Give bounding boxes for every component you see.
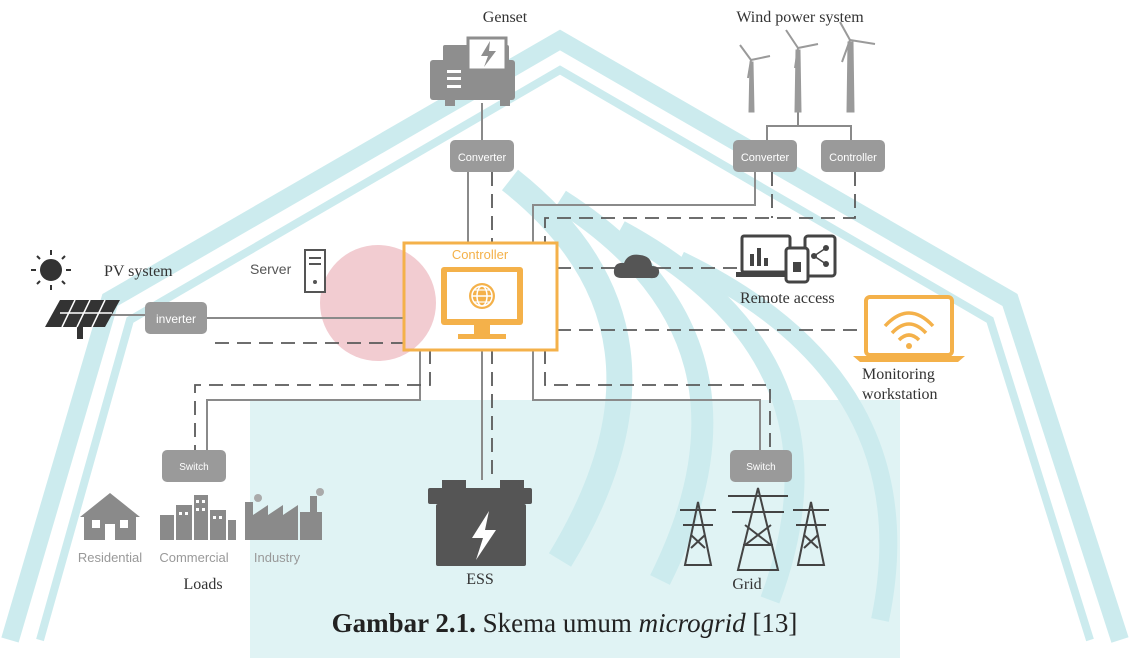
solid-lines xyxy=(95,103,852,480)
switch-loads-label: Switch xyxy=(179,462,208,473)
genset-label: Genset xyxy=(483,9,528,26)
pv-label: PV system xyxy=(104,263,173,280)
controller-box xyxy=(402,241,559,352)
inverter-label: inverter xyxy=(156,312,196,326)
city-buildings-icon xyxy=(160,495,236,540)
load-industry-label: Industry xyxy=(254,550,301,565)
factory-icon xyxy=(245,488,324,540)
transmission-tower-icon xyxy=(680,487,829,571)
caption-label: Gambar 2.1. xyxy=(331,608,476,638)
switch-grid-label: Switch xyxy=(746,462,775,473)
house-icon xyxy=(80,493,140,540)
server-icon xyxy=(304,249,326,293)
genset-converter-label: Converter xyxy=(458,152,507,164)
caption-text-before: Skema umum xyxy=(475,608,639,638)
monitor-globe-icon xyxy=(441,267,523,339)
remote-devices-icon xyxy=(736,234,837,284)
battery-icon xyxy=(428,480,532,566)
cloud-icon xyxy=(613,254,660,279)
controller-label: Controller xyxy=(452,247,509,262)
monitoring-label-1: Monitoring xyxy=(862,366,935,383)
laptop-wifi-icon xyxy=(853,295,965,362)
monitoring-label-2: workstation xyxy=(862,386,938,403)
wind-controller-box xyxy=(821,140,885,172)
switch-grid-box xyxy=(730,450,792,482)
server-label: Server xyxy=(250,261,292,277)
figure-caption: Gambar 2.1. Skema umum microgrid [13] xyxy=(0,608,1129,639)
caption-italic: microgrid xyxy=(638,608,746,638)
grid-label: Grid xyxy=(732,576,761,593)
watermark xyxy=(1,29,1129,658)
load-residential-label: Residential xyxy=(78,550,142,565)
ess-label: ESS xyxy=(466,571,494,588)
caption-text-after: [13] xyxy=(745,608,798,638)
wind-converter-label: Converter xyxy=(741,152,790,164)
remote-access-label: Remote access xyxy=(740,290,835,307)
inverter-box xyxy=(145,302,207,334)
wind-converter-box xyxy=(733,140,797,172)
dashed-lines xyxy=(194,172,862,480)
wind-label: Wind power system xyxy=(736,9,864,26)
wind-turbine-icon xyxy=(739,21,876,113)
generator-icon xyxy=(430,36,515,106)
genset-converter-box xyxy=(450,140,514,172)
switch-loads-box xyxy=(162,450,226,482)
loads-label: Loads xyxy=(183,576,222,593)
wind-controller-label: Controller xyxy=(829,152,877,164)
pink-highlight xyxy=(320,245,436,361)
sun-icon xyxy=(31,250,71,290)
load-commercial-label: Commercial xyxy=(159,550,228,565)
